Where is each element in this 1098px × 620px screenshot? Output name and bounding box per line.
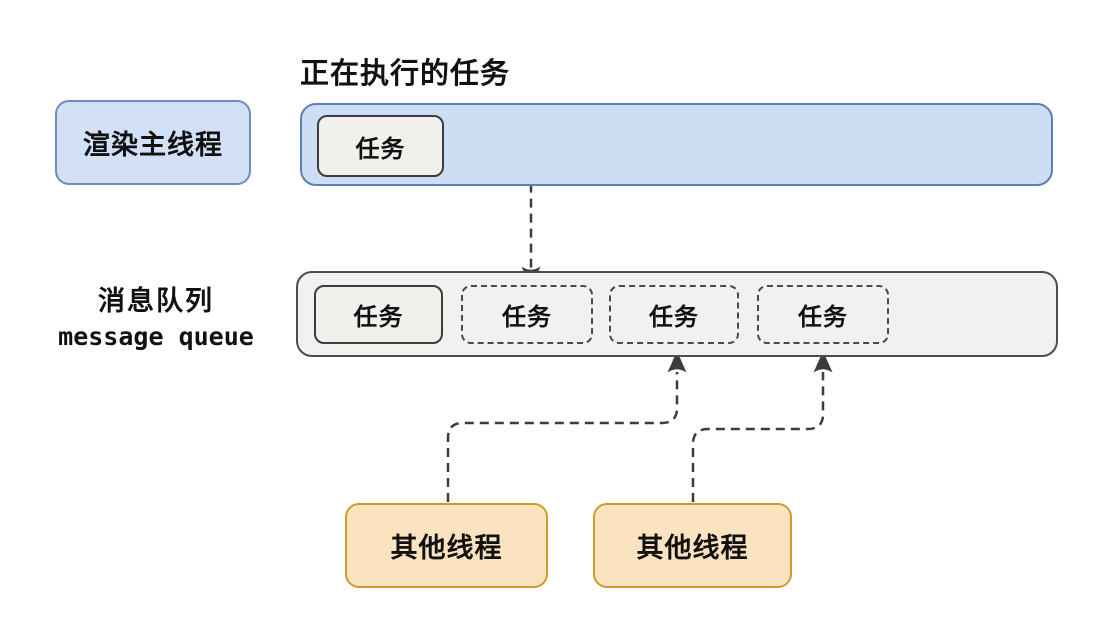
other-thread-label: 其他线程	[636, 533, 749, 563]
queue-task-label: 任务	[353, 304, 404, 331]
queue-task-box-3: 任务	[609, 285, 739, 344]
message-queue-label-en: message queue	[58, 322, 254, 351]
queue-task-box-2: 任务	[461, 285, 593, 344]
render-main-thread-label: 渲染主线程	[83, 130, 223, 160]
other-thread-label: 其他线程	[390, 533, 503, 563]
queue-task-label: 任务	[649, 304, 699, 331]
queue-task-label: 任务	[798, 304, 848, 331]
queue-task-box-4: 任务	[757, 285, 889, 344]
queue-task-box-1: 任务	[314, 285, 443, 344]
executing-task-label: 任务	[355, 135, 406, 163]
render-main-thread-box: 渲染主线程	[55, 100, 251, 185]
other-thread-box-2: 其他线程	[593, 503, 792, 588]
arrow-other-thread-b-to-queue	[691, 351, 833, 502]
other-thread-box-1: 其他线程	[345, 503, 548, 588]
queue-task-label: 任务	[502, 304, 552, 331]
main-thread-track: 任务	[300, 103, 1053, 186]
executing-task-title: 正在执行的任务	[300, 58, 511, 90]
arrow-other-thread-a-to-queue	[446, 351, 687, 502]
message-queue-track: 任务 任务 任务 任务	[296, 271, 1058, 357]
message-queue-label-zh: 消息队列	[98, 286, 214, 316]
executing-task-box: 任务	[317, 115, 444, 177]
message-queue-label: 消息队列 message queue	[30, 283, 282, 355]
